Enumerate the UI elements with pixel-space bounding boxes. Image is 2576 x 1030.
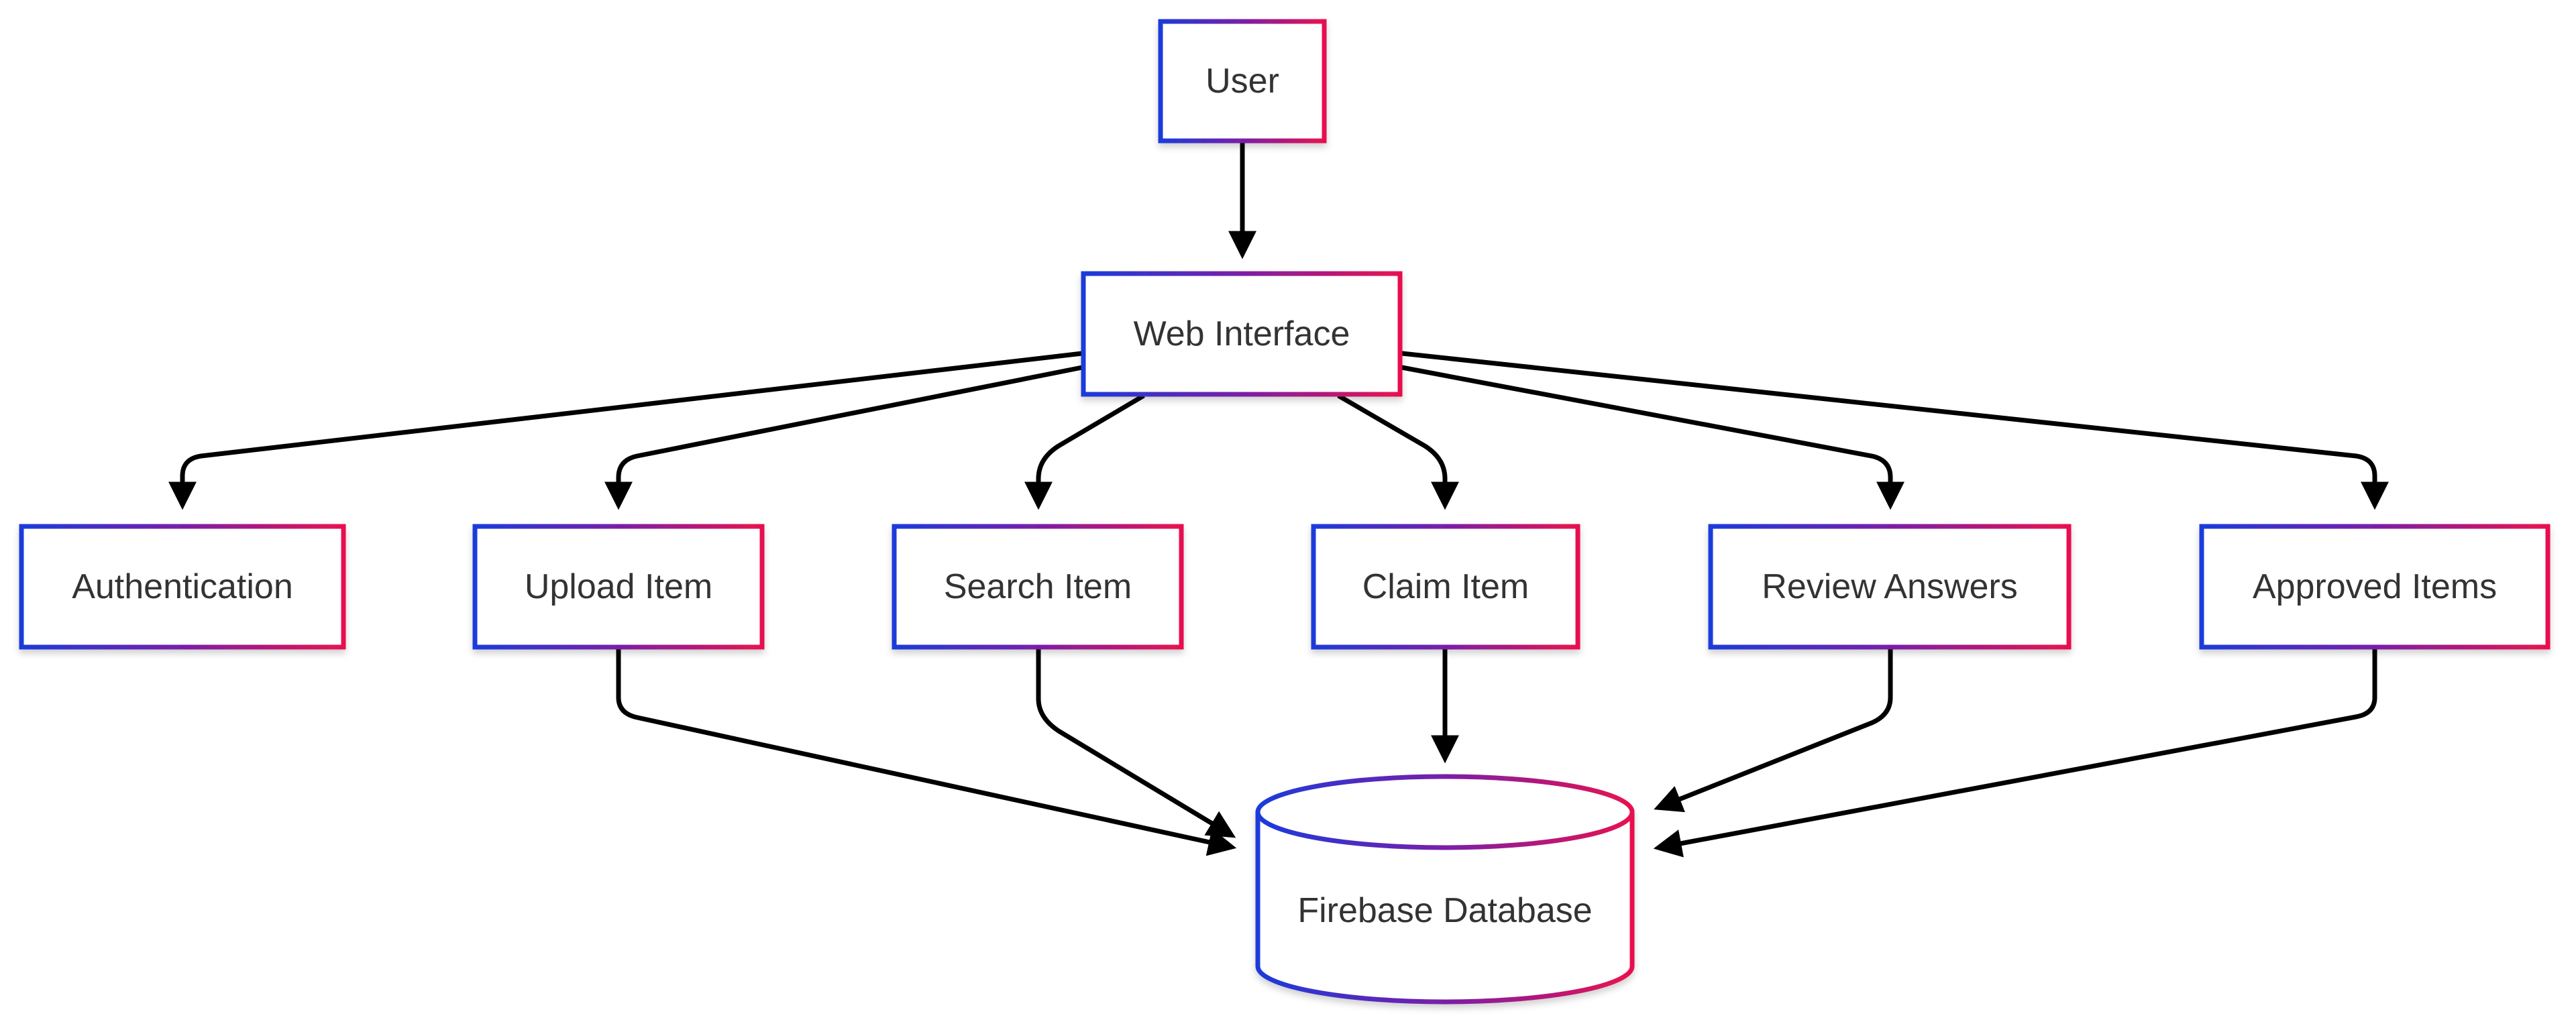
- node-claim-item: Claim Item: [1311, 524, 1580, 650]
- edge-web-interface-to-review-answers: [1401, 365, 1904, 510]
- node-label-search-item: Search Item: [944, 567, 1132, 606]
- edge-web-interface-to-authentication: [168, 351, 1083, 510]
- node-search-item: Search Item: [892, 524, 1184, 650]
- node-review-answers: Review Answers: [1708, 524, 2072, 650]
- edge-upload-item-to-firebase-database: [616, 647, 1237, 856]
- node-box: [2199, 524, 2551, 650]
- edge-web-interface-to-upload-item: [604, 365, 1083, 510]
- node-label-review-answers: Review Answers: [1762, 567, 2017, 606]
- edges: [168, 143, 2389, 858]
- node-box: [1311, 524, 1580, 650]
- database-cylinder-rim: [1255, 811, 1635, 850]
- database-cylinder-icon: [1255, 774, 1635, 1005]
- node-upload-item: Upload Item: [472, 524, 765, 650]
- node-label-user: User: [1205, 62, 1279, 101]
- edge-web-interface-to-claim-item: [1337, 393, 1459, 510]
- node-box: [472, 524, 765, 650]
- edge-search-item-to-firebase-database: [1036, 647, 1236, 838]
- node-label-authentication: Authentication: [72, 567, 293, 606]
- edge-web-interface-to-approved-items: [1401, 351, 2389, 510]
- node-box: [892, 524, 1184, 650]
- node-box: [1708, 524, 2072, 650]
- node-firebase-database: Firebase Database: [1255, 774, 1635, 1005]
- node-box: [19, 524, 346, 650]
- node-label-upload-item: Upload Item: [525, 567, 712, 606]
- edge-review-answers-to-firebase-database: [1654, 647, 1893, 813]
- node-label-firebase-database: Firebase Database: [1297, 891, 1592, 930]
- edge-approved-items-to-firebase-database: [1653, 647, 2377, 858]
- node-user: User: [1158, 19, 1327, 144]
- node-authentication: Authentication: [19, 524, 346, 650]
- node-box: [1081, 271, 1403, 397]
- node-box: [1158, 19, 1327, 144]
- node-label-approved-items: Approved Items: [2253, 567, 2497, 606]
- node-label-claim-item: Claim Item: [1362, 567, 1529, 606]
- edge-web-interface-to-search-item: [1024, 393, 1145, 510]
- node-web-interface: Web Interface: [1081, 271, 1403, 397]
- node-approved-items: Approved Items: [2199, 524, 2551, 650]
- node-label-web-interface: Web Interface: [1134, 314, 1350, 353]
